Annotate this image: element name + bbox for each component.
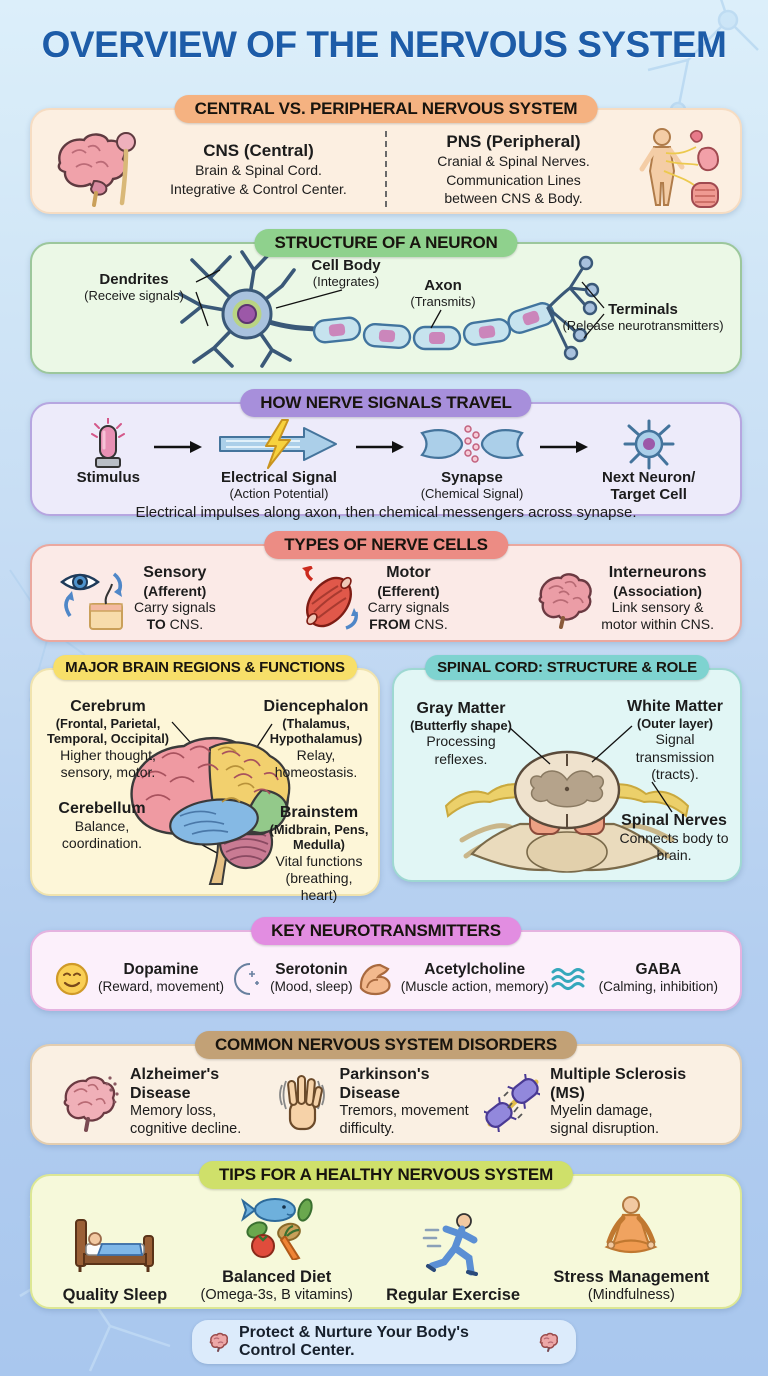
stimulus-icon <box>88 418 128 470</box>
bed-icon <box>72 1212 158 1278</box>
footer-text: Protect & Nurture Your Body's Control Ce… <box>239 1324 469 1359</box>
ms-item: Multiple Sclerosis (MS) Myelin damage, s… <box>484 1066 714 1138</box>
pns-heading: PNS (Peripheral) <box>446 132 581 152</box>
section-healthy-tips: TIPS FOR A HEALTHY NERVOUS SYSTEM Qualit… <box>30 1161 742 1309</box>
gaba-item: GABA (Calming, inhibition) <box>551 961 718 995</box>
sensory-text: Sensory (Afferent) Carry signals TO CNS. <box>134 564 216 633</box>
bicep-icon <box>355 960 393 998</box>
balanced-diet-item: Balanced Diet (Omega-3s, B vitamins) <box>201 1194 353 1305</box>
next-neuron-step: Next Neuron/ Target Cell <box>602 418 695 503</box>
healthy-food-icon <box>237 1194 317 1260</box>
spinal-cord-leader-lines <box>509 725 673 813</box>
runner-icon <box>422 1212 484 1278</box>
neuron-illustration <box>178 250 605 368</box>
spinal-nerves-label: Spinal Nerves Connects body to brain. <box>619 812 729 864</box>
pns-block: PNS (Peripheral) Cranial & Spinal Nerves… <box>395 131 632 207</box>
spinal-cord-cross-section-illustration <box>444 750 690 873</box>
acetylcholine-item: Acetylcholine (Muscle action, memory) <box>355 960 549 998</box>
ms-text: Multiple Sclerosis (MS) Myelin damage, s… <box>550 1066 687 1137</box>
waves-icon <box>551 966 591 992</box>
arrow-icon <box>354 440 406 454</box>
dendrites-label: Dendrites (Receive signals) <box>84 271 184 303</box>
brain-spinal-cord-icon <box>48 129 140 209</box>
quality-sleep-item: Quality Sleep <box>63 1212 167 1305</box>
interneurons-text: Interneurons (Association) Link sensory … <box>601 564 714 633</box>
dopamine-item: Dopamine (Reward, movement) <box>54 961 224 997</box>
brainstem-label: Brainstem (Midbrain, Pens, Medulla) Vita… <box>269 804 369 903</box>
myelin-damage-icon <box>484 1073 541 1132</box>
parkinsons-item: Parkinson's Disease Tremors, movement di… <box>274 1066 485 1138</box>
electrical-signal-icon <box>216 418 342 470</box>
page-title: OVERVIEW OF THE NERVOUS SYSTEM <box>41 24 727 65</box>
arrow-icon <box>538 440 590 454</box>
pns-line3: between CNS & Body. <box>444 189 583 206</box>
gray-matter-label: Gray Matter (Butterfly shape) Processing… <box>410 700 512 767</box>
regular-exercise-item: Regular Exercise <box>386 1212 520 1305</box>
synapse-step: Synapse (Chemical Signal) <box>418 418 526 501</box>
cerebrum-label: Cerebrum (Frontal, Parietal, Temporal, O… <box>46 698 170 780</box>
section-brain-regions-title: MAJOR BRAIN REGIONS & FUNCTIONS <box>53 655 357 680</box>
brain-icon <box>531 569 593 629</box>
serotonin-item: Serotonin (Mood, sleep) <box>226 961 353 997</box>
motor-text: Motor (Efferent) Carry signals FROM CNS. <box>367 564 450 633</box>
signals-caption: Electrical impulses along axon, then che… <box>135 504 637 521</box>
section-cns-pns-title: CENTRAL VS. PERIPHERAL NERVOUS SYSTEM <box>174 95 598 123</box>
footer-banner: Protect & Nurture Your Body's Control Ce… <box>192 1320 576 1364</box>
cns-block: CNS (Central) Brain & Spinal Cord. Integ… <box>140 140 377 198</box>
section-tips-title: TIPS FOR A HEALTHY NERVOUS SYSTEM <box>198 1161 574 1189</box>
section-signal-travel: HOW NERVE SIGNALS TRAVEL Stimulus <box>30 389 742 521</box>
brain-emoji-icon <box>208 1332 230 1353</box>
next-neuron-icon <box>621 418 677 470</box>
synapse-icon <box>418 418 526 470</box>
sensory-group: Sensory (Afferent) Carry signals TO CNS. <box>58 564 216 633</box>
alzheimers-brain-icon <box>58 1072 120 1134</box>
eye-skin-icon <box>58 566 126 632</box>
motor-group: Motor (Efferent) Carry signals FROM CNS. <box>298 564 450 633</box>
brain-emoji-icon <box>538 1332 560 1353</box>
pns-line2: Communication Lines <box>446 171 581 188</box>
section-cns-pns: CENTRAL VS. PERIPHERAL NERVOUS SYSTEM CN… <box>30 95 742 214</box>
cns-heading: CNS (Central) <box>203 141 314 161</box>
diencephalon-label: Diencephalon (Thalamus, Hypothalamus) Re… <box>263 698 369 780</box>
section-disorders: COMMON NERVOUS SYSTEM DISORDERS Alzheime… <box>30 1031 742 1145</box>
electrical-signal-step: Electrical Signal (Action Potential) <box>216 418 342 501</box>
brain-regions-illustration <box>130 736 291 885</box>
interneurons-group: Interneurons (Association) Link sensory … <box>531 564 714 633</box>
section-signals-title: HOW NERVE SIGNALS TRAVEL <box>240 389 532 417</box>
section-neuron-title: STRUCTURE OF A NEURON <box>254 229 518 257</box>
meditation-icon <box>599 1194 663 1260</box>
muscle-icon <box>298 566 360 632</box>
alzheimers-item: Alzheimer's Disease Memory loss, cogniti… <box>58 1066 274 1138</box>
moon-icon <box>226 961 262 997</box>
parkinsons-text: Parkinson's Disease Tremors, movement di… <box>339 1066 469 1137</box>
alzheimers-text: Alzheimer's Disease Memory loss, cogniti… <box>130 1066 242 1137</box>
white-matter-label: White Matter (Outer layer) Signal transm… <box>627 698 723 782</box>
section-spinal-cord-title: SPINAL CORD: STRUCTURE & ROLE <box>425 655 709 680</box>
stimulus-step: Stimulus <box>77 418 140 487</box>
cns-line1: Brain & Spinal Cord. <box>195 162 322 179</box>
dashed-divider <box>385 131 387 207</box>
section-spinal-cord: SPINAL CORD: STRUCTURE & ROLE Gray Matte… <box>392 655 742 882</box>
cell-body-label: Cell Body (Integrates) <box>311 257 381 289</box>
body-nerves-icon <box>632 127 724 211</box>
section-neurotransmitters: KEY NEUROTRANSMITTERS Dopamine (Reward, … <box>30 917 742 1011</box>
section-disorders-title: COMMON NERVOUS SYSTEM DISORDERS <box>194 1031 578 1059</box>
tremor-hand-icon <box>274 1071 330 1135</box>
section-brain-regions: MAJOR BRAIN REGIONS & FUNCTIONS Cerebrum… <box>30 655 380 903</box>
stress-management-item: Stress Management (Mindfulness) <box>553 1194 709 1305</box>
smiley-icon <box>54 961 90 997</box>
section-neurotransmitters-title: KEY NEUROTRANSMITTERS <box>251 917 521 945</box>
cerebellum-label: Cerebellum Balance, coordination. <box>58 800 146 852</box>
terminals-label: Terminals (Release neurotransmitters) <box>562 301 724 333</box>
section-nerve-cell-types: TYPES OF NERVE CELLS Sensory (Afferent) … <box>30 531 742 642</box>
section-neuron-structure: STRUCTURE OF A NEURON <box>30 229 742 374</box>
pns-line1: Cranial & Spinal Nerves. <box>437 153 590 170</box>
axon-label: Axon (Transmits) <box>410 277 476 309</box>
section-nerve-cells-title: TYPES OF NERVE CELLS <box>264 531 508 559</box>
cns-line2: Integrative & Control Center. <box>170 180 347 197</box>
arrow-icon <box>152 440 204 454</box>
